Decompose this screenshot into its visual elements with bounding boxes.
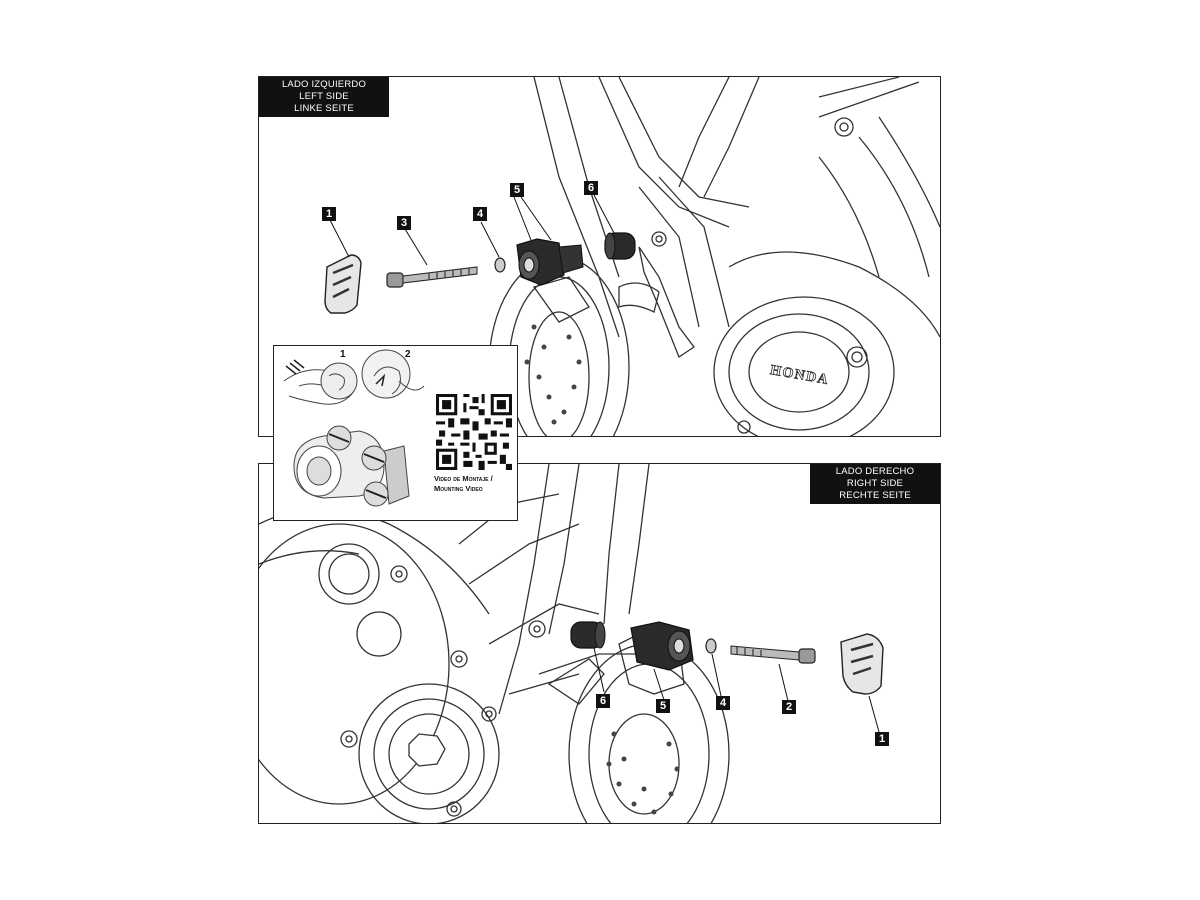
part-1-slider-cover xyxy=(840,633,884,695)
label-de: LINKE SEITE xyxy=(294,103,354,114)
callout-left-6: 6 xyxy=(584,181,598,195)
callout-left-3: 3 xyxy=(397,216,411,230)
part-6-spacer xyxy=(570,621,606,649)
honda-logo-text: HONDA xyxy=(769,363,830,388)
callout-right-1: 1 xyxy=(875,732,889,746)
qr-caption-line-1: Video de Montaje / xyxy=(434,474,493,483)
callout-right-5: 5 xyxy=(656,699,670,713)
part-6-spacer xyxy=(604,232,636,260)
left-side-illustration: HONDA xyxy=(324,77,940,436)
part-2-bolt xyxy=(730,645,816,664)
inset-step-2: 2 xyxy=(405,349,411,360)
part-4-washer xyxy=(494,257,506,273)
callout-right-4: 4 xyxy=(716,696,730,710)
callout-left-5: 5 xyxy=(510,183,524,197)
label-de: RECHTE SEITE xyxy=(839,490,911,501)
qr-caption: Video de Montaje / Mounting Video xyxy=(434,474,516,494)
inset-step-1: 1 xyxy=(340,349,346,360)
right-side-panel: LADO DERECHO RIGHT SIDE RECHTE SEITE 6 5… xyxy=(258,463,941,824)
label-en: RIGHT SIDE xyxy=(846,478,904,489)
part-5-slider-body xyxy=(630,621,694,671)
callout-left-4: 4 xyxy=(473,207,487,221)
label-en: LEFT SIDE xyxy=(299,91,349,102)
label-es: LADO DERECHO xyxy=(835,466,915,477)
inset-illustration xyxy=(283,349,425,507)
part-4-washer xyxy=(705,638,717,654)
label-es: LADO IZQUIERDO xyxy=(281,79,367,90)
right-side-label: LADO DERECHO RIGHT SIDE RECHTE SEITE xyxy=(810,464,940,504)
callout-right-2: 2 xyxy=(782,700,796,714)
left-side-label: LADO IZQUIERDO LEFT SIDE LINKE SEITE xyxy=(259,77,389,117)
part-3-bolt xyxy=(386,266,478,288)
callout-right-6: 6 xyxy=(596,694,610,708)
qr-caption-line-2: Mounting Video xyxy=(434,484,483,493)
qr-code-icon[interactable] xyxy=(436,394,512,470)
part-1-slider-cover xyxy=(324,254,362,314)
mounting-inset: 1 2 Video de Montaje / Mounting Video xyxy=(273,345,518,521)
part-5-slider-body xyxy=(516,238,584,286)
callout-left-1: 1 xyxy=(322,207,336,221)
